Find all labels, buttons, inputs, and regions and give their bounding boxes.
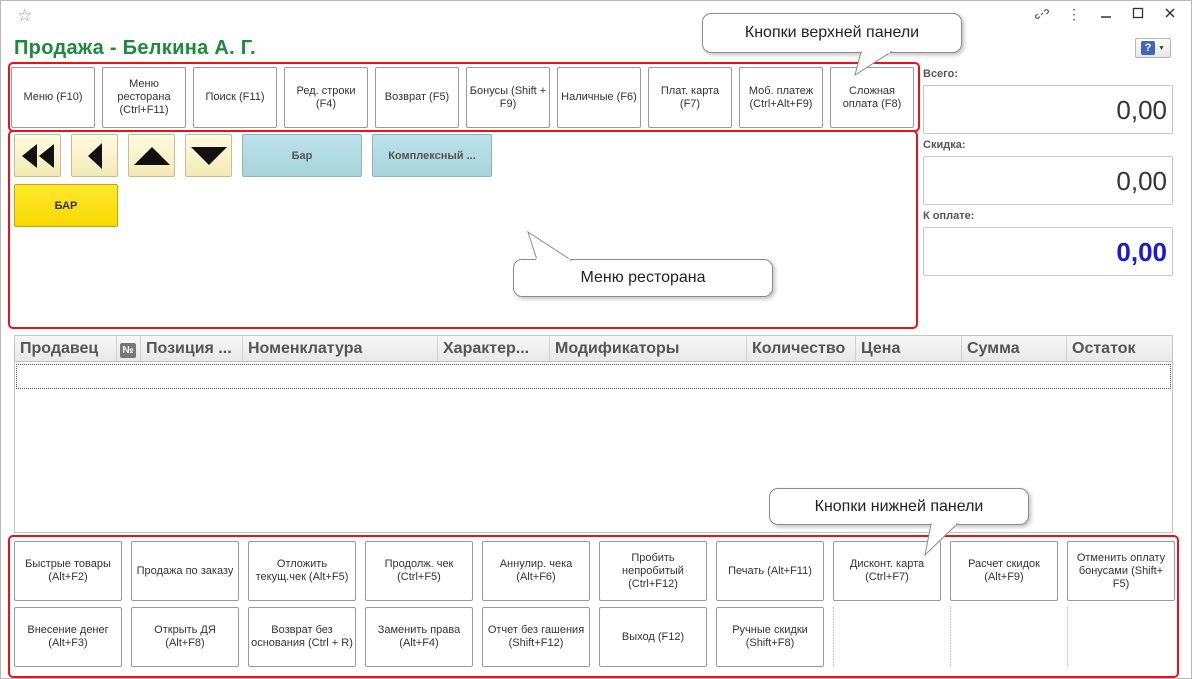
cancel-check-button[interactable]: Аннулир. чека (Alt+F6) xyxy=(482,541,590,601)
bottom-panel-frame xyxy=(8,535,1179,678)
col-nomenclature[interactable]: Номенклатура xyxy=(243,336,438,361)
callout-bottom-panel: Кнопки нижней панели xyxy=(769,488,1029,525)
window-controls: ⋮ xyxy=(1035,7,1177,21)
callout-top-text: Кнопки верхней панели xyxy=(744,24,920,41)
menu-nav-row: Бар Комплексный ... xyxy=(14,134,492,177)
quick-goods-button[interactable]: Быстрые товары (Alt+F2) xyxy=(14,541,122,601)
total-label: Всего: xyxy=(923,68,958,80)
scroll-down-button[interactable] xyxy=(185,134,232,177)
col-modifiers[interactable]: Модификаторы xyxy=(550,336,747,361)
menu-area-frame xyxy=(8,130,918,329)
first-page-button[interactable] xyxy=(14,134,61,177)
col-position[interactable]: Позиция ... xyxy=(141,336,243,361)
category-bar-button[interactable]: Бар xyxy=(242,134,362,177)
complex-payment-button[interactable]: Сложная оплата (F8) xyxy=(830,67,914,128)
col-quantity[interactable]: Количество xyxy=(747,336,856,361)
double-left-arrow-icon xyxy=(21,143,54,168)
to-pay-value: 0,00 xyxy=(923,227,1173,276)
table-header: Продавец № Позиция ... Номенклатура Хара… xyxy=(15,336,1172,362)
total-value: 0,00 xyxy=(923,85,1173,134)
return-button[interactable]: Возврат (F5) xyxy=(375,67,459,128)
discount-label: Скидка: xyxy=(923,139,966,151)
col-characteristic[interactable]: Характер... xyxy=(438,336,550,361)
exit-button[interactable]: Выход (F12) xyxy=(599,607,707,667)
left-arrow-icon xyxy=(87,142,102,169)
callout-bottom-text: Кнопки нижней панели xyxy=(814,497,984,515)
manual-discounts-button[interactable]: Ручные скидки (Shift+F8) xyxy=(716,607,824,667)
search-button[interactable]: Поиск (F11) xyxy=(193,67,277,128)
maximize-icon[interactable] xyxy=(1131,7,1145,21)
chevron-down-icon: ▼ xyxy=(1158,44,1165,52)
callout-menu: Меню ресторана xyxy=(513,259,773,297)
category-complex-button[interactable]: Комплексный ... xyxy=(372,134,492,177)
page-title: Продажа - Белкина А. Г. xyxy=(14,37,256,59)
menu-item-bar-button[interactable]: БАР xyxy=(14,184,118,227)
callout-menu-text: Меню ресторана xyxy=(580,269,706,286)
card-payment-button[interactable]: Плат. карта (F7) xyxy=(648,67,732,128)
empty-slot xyxy=(1067,607,1175,667)
callout-top-panel: Кнопки верхней панели xyxy=(702,13,962,53)
discount-card-button[interactable]: Дисконт. карта (Ctrl+F7) xyxy=(833,541,941,601)
print-button[interactable]: Печать (Alt+F11) xyxy=(716,541,824,601)
callout-menu-pointer xyxy=(527,231,573,261)
punch-unpunched-button[interactable]: Пробить непробитый (Ctrl+F12) xyxy=(599,541,707,601)
callout-bottom-pointer xyxy=(924,523,959,557)
return-without-basis-button[interactable]: Возврат без основания (Ctrl + R) xyxy=(248,607,356,667)
cash-deposit-button[interactable]: Внесение денег (Alt+F3) xyxy=(14,607,122,667)
star-icon[interactable]: ☆ xyxy=(17,6,33,25)
to-pay-label: К оплате: xyxy=(923,210,975,222)
col-price[interactable]: Цена xyxy=(856,336,962,361)
top-panel: Меню (F10) Меню ресторана (Ctrl+F11) Пои… xyxy=(11,67,917,128)
discount-value: 0,00 xyxy=(923,156,1173,205)
open-cash-drawer-button[interactable]: Открыть ДЯ (Alt+F8) xyxy=(131,607,239,667)
minimize-icon[interactable] xyxy=(1099,7,1113,21)
replace-rights-button[interactable]: Заменить права (Alt+F4) xyxy=(365,607,473,667)
calculate-discounts-button[interactable]: Расчет скидок (Alt+F9) xyxy=(950,541,1058,601)
menu-button[interactable]: Меню (F10) xyxy=(11,67,95,128)
empty-slot xyxy=(950,607,1058,667)
x-report-button[interactable]: Отчет без гашения (Shift+F12) xyxy=(482,607,590,667)
cash-button[interactable]: Наличные (F6) xyxy=(557,67,641,128)
prev-page-button[interactable] xyxy=(71,134,118,177)
col-remainder[interactable]: Остаток xyxy=(1072,340,1136,357)
col-sum[interactable]: Сумма xyxy=(962,336,1067,361)
edit-row-button[interactable]: Ред. строки (F4) xyxy=(284,67,368,128)
help-icon: ? xyxy=(1141,41,1156,55)
mobile-payment-button[interactable]: Моб. платеж (Ctrl+Alt+F9) xyxy=(739,67,823,128)
down-arrow-icon xyxy=(190,146,227,165)
number-icon: № xyxy=(120,343,136,358)
close-icon[interactable] xyxy=(1163,7,1177,21)
table-row[interactable] xyxy=(16,364,1171,389)
more-icon[interactable]: ⋮ xyxy=(1067,6,1081,22)
bonuses-button[interactable]: Бонусы (Shift + F9) xyxy=(466,67,550,128)
postpone-check-button[interactable]: Отложить текущ.чек (Alt+F5) xyxy=(248,541,356,601)
cancel-bonus-payment-button[interactable]: Отменить оплату бонусами (Shift+ F5) xyxy=(1067,541,1175,601)
link-icon[interactable] xyxy=(1035,7,1049,21)
callout-top-pointer xyxy=(854,51,893,77)
restaurant-menu-button[interactable]: Меню ресторана (Ctrl+F11) xyxy=(102,67,186,128)
help-button[interactable]: ? ▼ xyxy=(1135,38,1171,58)
scroll-up-button[interactable] xyxy=(128,134,175,177)
col-seller[interactable]: Продавец xyxy=(15,336,117,361)
up-arrow-icon xyxy=(133,146,170,165)
sales-table[interactable]: Продавец № Позиция ... Номенклатура Хара… xyxy=(14,335,1173,533)
sale-by-order-button[interactable]: Продажа по заказу xyxy=(131,541,239,601)
bottom-panel: Быстрые товары (Alt+F2) Продажа по заказ… xyxy=(14,541,1175,667)
col-number[interactable]: № xyxy=(117,336,141,361)
continue-check-button[interactable]: Продолж. чек (Ctrl+F5) xyxy=(365,541,473,601)
empty-slot xyxy=(833,607,941,667)
